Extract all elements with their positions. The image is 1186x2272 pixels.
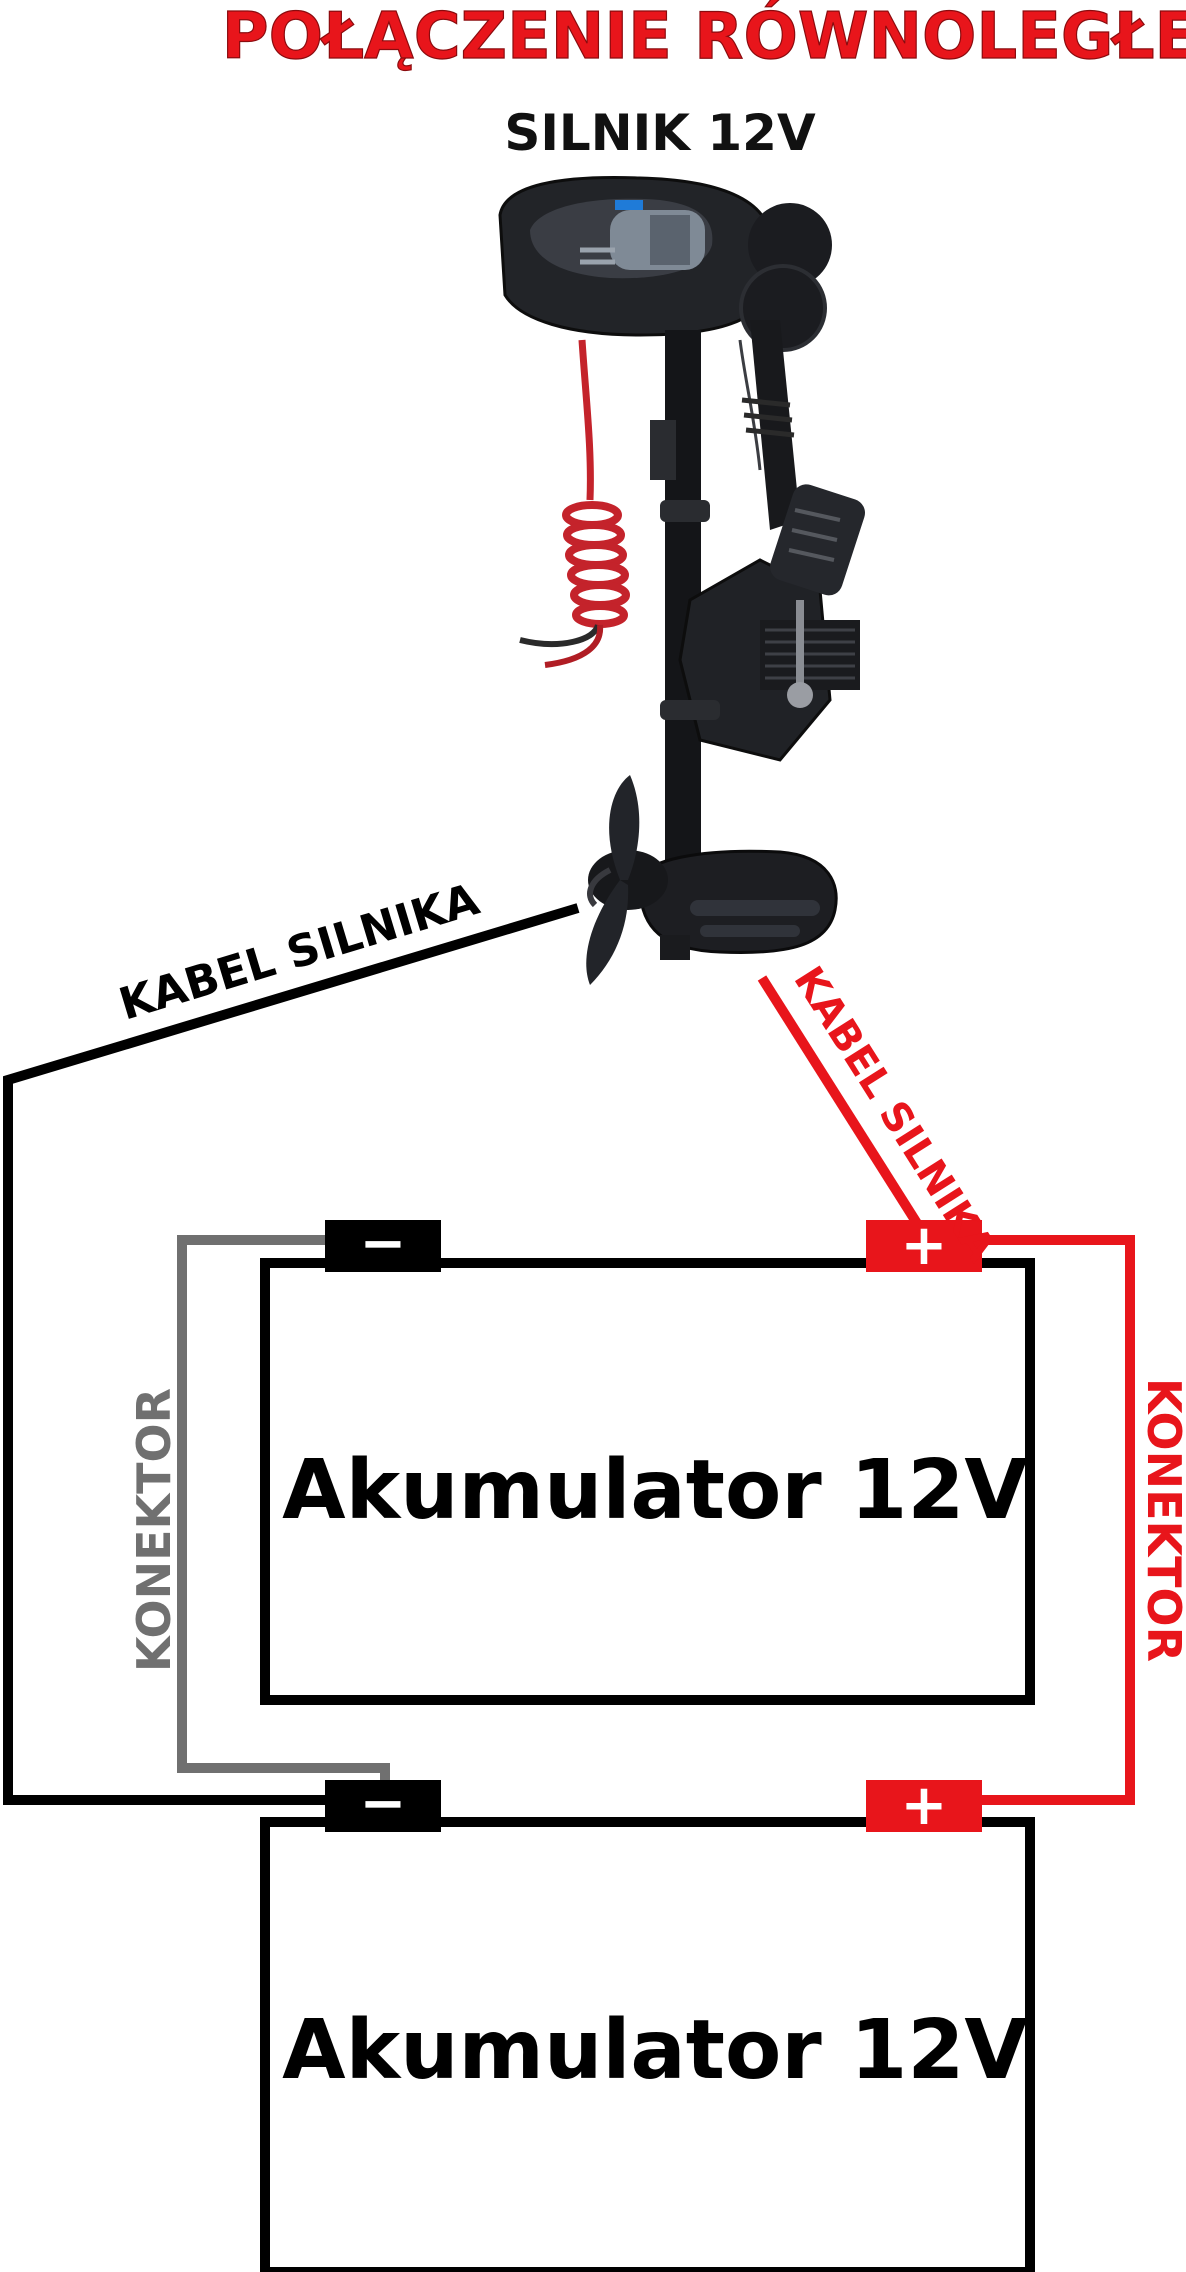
positive-terminal-symbol: + xyxy=(901,1773,948,1838)
negative-terminal-symbol: − xyxy=(360,1771,407,1836)
motor-label: SILNIK 12V xyxy=(504,104,816,162)
negative-terminal-symbol: − xyxy=(360,1211,407,1276)
battery-1: − + Akumulator 12V xyxy=(265,1211,1030,1700)
battery-label: Akumulator 12V xyxy=(282,2003,1028,2098)
battery-2: − + Akumulator 12V xyxy=(265,1771,1030,2272)
positive-connector-label: KONEKTOR xyxy=(1137,1378,1186,1662)
negative-connector-label: KONEKTOR xyxy=(127,1388,181,1672)
diagram-title: POŁĄCZENIE RÓWNOLEGŁE xyxy=(222,0,1186,74)
battery-label: Akumulator 12V xyxy=(282,1443,1028,1538)
trolling-motor-illustration xyxy=(500,177,869,985)
